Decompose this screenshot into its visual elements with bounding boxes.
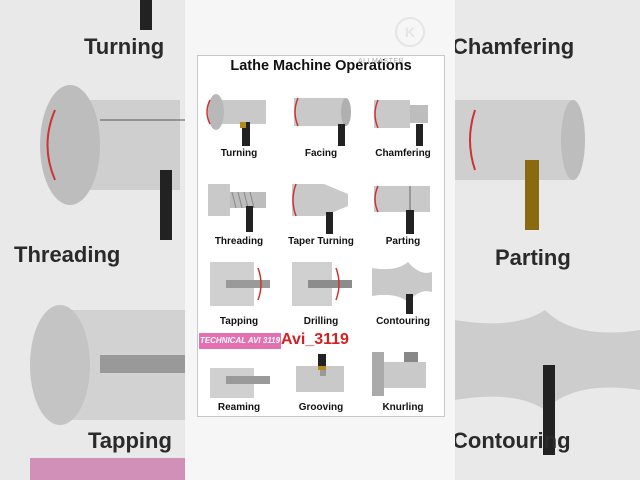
operation-cell: Turning [198,86,280,166]
operation-label: Reaming [217,402,261,413]
operation-cell: Knurling [362,340,444,420]
background-left-panel: Turning Threading Tapping [0,0,185,480]
threading-diagram-icon [208,184,266,232]
operation-cell: Reaming [198,340,280,420]
operation-cell: Threading [198,174,280,254]
operation-label: Parting [385,236,421,247]
operation-cell: Chamfering [362,86,444,166]
operation-cell: Contouring [362,254,444,334]
taper-turning-diagram-icon [292,183,348,234]
bg-label-parting: Parting [495,245,571,270]
operation-label: Drilling [303,316,339,327]
bg-banner-strip [30,458,185,480]
operation-label: Turning [220,148,258,159]
operation-cell: Grooving [280,340,362,420]
background-right-panel: Chamfering Parting Contouring [455,0,640,480]
operation-cell: Tapping [198,254,280,334]
operation-cell: Drilling [280,254,362,334]
channel-banner: TECHNICAL AVI 3119 [199,333,281,349]
facing-diagram-icon [294,97,351,146]
reaming-diagram-icon [210,368,270,398]
operation-label: Threading [214,236,264,247]
operation-label: Facing [304,148,338,159]
knurling-diagram-icon [372,352,426,396]
sheet-title: Lathe Machine Operations [230,58,412,74]
chamfering-diagram-icon [374,99,428,146]
bg-label-threading: Threading [14,242,121,267]
parting-diagram-icon [374,185,430,234]
bg-chamfering-illustration [455,100,585,180]
drilling-diagram-icon [292,262,352,306]
tool-shank-bar [543,365,555,455]
center-card: K Lathe Machine Operations ALLMASTER Tur… [185,0,455,480]
operation-cell: Facing [280,86,362,166]
operation-label: Grooving [298,402,344,413]
bg-label-contouring: Contouring [455,428,571,453]
bg-contouring-illustration [455,310,640,410]
tool-shank-bar [140,0,152,30]
turning-diagram-icon [206,94,266,146]
operation-label: Chamfering [375,148,431,159]
bg-turning-illustration [40,85,185,205]
operation-label: Knurling [382,402,424,413]
operations-sheet: Lathe Machine Operations ALLMASTER Turni… [197,55,445,417]
bg-label-turning: Turning [84,34,165,59]
tool-insert-bar [525,160,539,230]
contouring-diagram-icon [372,262,432,314]
grooving-diagram-icon [296,354,344,392]
operation-label: Taper Turning [288,236,354,247]
bg-label-tapping: Tapping [88,428,172,453]
operation-cell: Parting [362,174,444,254]
operation-label: Tapping [219,316,259,327]
bg-tapping-illustration [30,305,185,425]
bg-label-chamfering: Chamfering [455,34,575,59]
operation-label: Contouring [376,316,430,327]
watermark-text: ALLMASTER [358,58,405,65]
channel-logo: K [395,17,425,47]
tool-shank-bar [160,170,172,240]
tapping-diagram-icon [210,262,270,306]
channel-handle: Avi_3119 [281,331,349,348]
operation-cell: Taper Turning [280,174,362,254]
